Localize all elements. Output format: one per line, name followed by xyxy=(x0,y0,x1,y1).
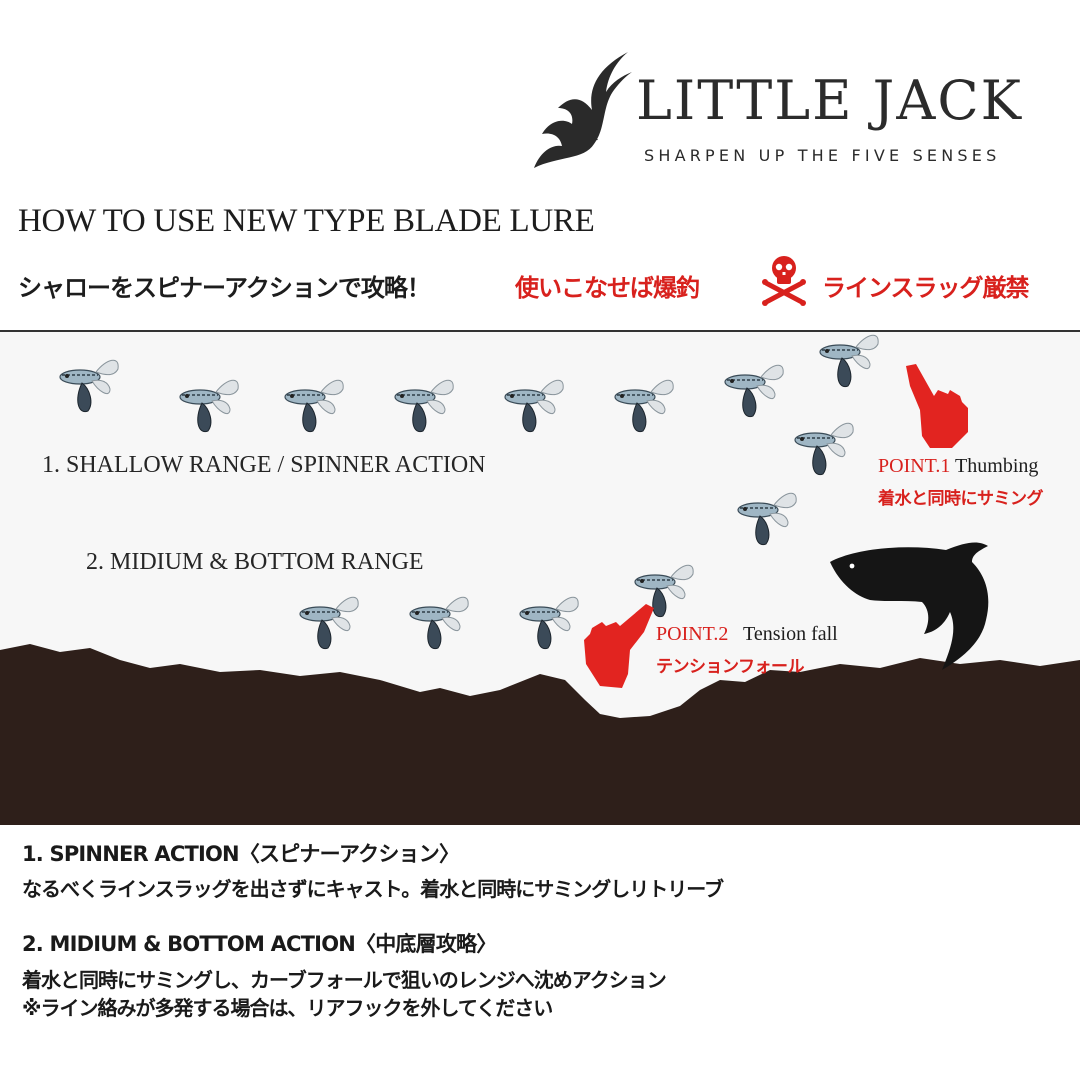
point-2-title: Tension fall xyxy=(743,623,838,645)
blade-lure-icon xyxy=(614,379,674,433)
blade-lure-icon xyxy=(819,334,879,388)
blade-lure-icon xyxy=(794,422,854,476)
brand-name: LITTLE JACK xyxy=(636,69,1023,132)
warning-text-2: ラインスラッグ厳禁 xyxy=(822,274,1030,302)
blade-lure-icon xyxy=(504,379,564,433)
blade-lure-icon xyxy=(409,596,469,650)
section-heading: 2. MIDIUM & BOTTOM ACTION〈中底層攻略〉 xyxy=(22,932,497,956)
lure-bottom-row xyxy=(299,596,579,650)
lure-shallow-row xyxy=(59,334,879,433)
range-label-bottom: 2. MIDIUM & BOTTOM RANGE xyxy=(86,549,424,575)
blade-lure-icon xyxy=(179,379,239,433)
blade-lure-icon xyxy=(737,492,797,546)
blade-lure-icon xyxy=(724,364,784,418)
blade-lure-icon xyxy=(284,379,344,433)
blade-lure-icon xyxy=(59,359,119,413)
point-1-title: Thumbing xyxy=(955,455,1039,477)
blade-lure-icon xyxy=(519,596,579,650)
page-subtitle: シャローをスピナーアクションで攻略！ xyxy=(18,274,431,302)
fish-silhouette-icon xyxy=(830,542,989,670)
point-2-jp: テンションフォール xyxy=(656,657,805,677)
section-text: 着水と同時にサミングし、カーブフォールで狙いのレンジへ沈めアクション xyxy=(22,968,667,992)
point-1-label: POINT.1 Thumbing xyxy=(878,455,1038,478)
point-1-tag: POINT.1 xyxy=(878,455,951,477)
point-1-jp: 着水と同時にサミング xyxy=(878,489,1044,509)
pointing-hand-icon xyxy=(584,604,654,688)
blade-lure-icon xyxy=(299,596,359,650)
lure-fall-path xyxy=(634,422,854,618)
riverbed-terrain xyxy=(0,644,1080,825)
point-2-label: POINT.2 Tension fall xyxy=(656,623,838,646)
range-label-shallow: 1. SHALLOW RANGE / SPINNER ACTION xyxy=(42,452,486,478)
brand-tagline: SHARPEN UP THE FIVE SENSES xyxy=(644,146,1001,165)
point-2-tag: POINT.2 xyxy=(656,623,729,645)
section-text: なるべくラインスラッグを出さずにキャスト。着水と同時にサミングしリトリーブ xyxy=(22,877,724,901)
flame-logo-icon xyxy=(534,52,632,168)
skull-crossbones-icon xyxy=(762,256,806,306)
blade-lure-icon xyxy=(394,379,454,433)
section-text: ※ライン絡みが多発する場合は、リアフックを外してください xyxy=(22,996,553,1020)
header-divider xyxy=(0,330,1080,332)
page-title: HOW TO USE NEW TYPE BLADE LURE xyxy=(18,203,595,239)
section-heading: 1. SPINNER ACTION〈スピナーアクション〉 xyxy=(22,842,460,866)
warning-text-1: 使いこなせば爆釣 xyxy=(515,274,700,302)
pointing-hand-icon xyxy=(906,364,968,448)
